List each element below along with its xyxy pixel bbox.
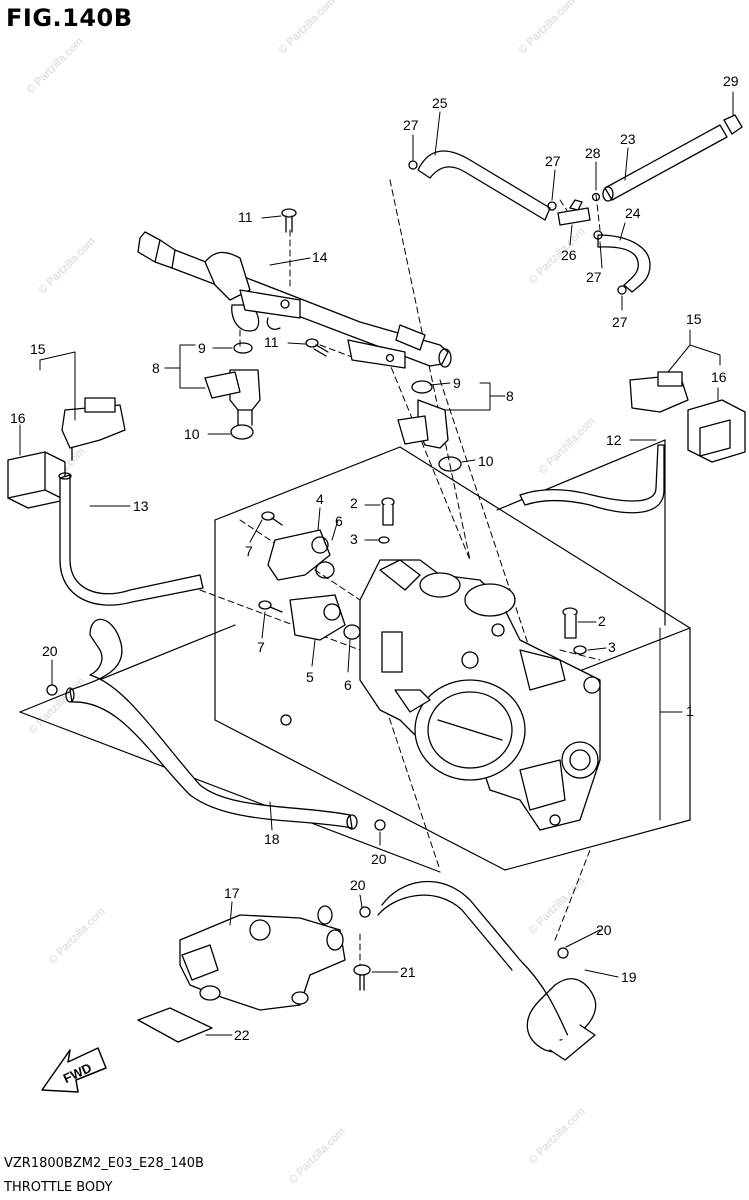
- map-sensor-right: [629, 371, 689, 413]
- pad-22: [137, 1007, 213, 1043]
- callout-21: 21: [400, 964, 416, 980]
- callout-7: 7: [257, 639, 265, 655]
- callout-24: 24: [625, 205, 641, 221]
- callout-14: 14: [312, 249, 328, 265]
- diagram-code: VZR1800BZM2_E03_E28_140B: [4, 1156, 204, 1171]
- callout-15: 15: [686, 311, 702, 327]
- callout-6: 6: [335, 513, 343, 529]
- callout-16: 16: [10, 410, 26, 426]
- callout-23: 23: [620, 131, 636, 147]
- screw-2-lower: [562, 607, 587, 655]
- hose-23: [602, 124, 728, 202]
- callout-labels: 1 2 2 3 3 4 5 6 6 7 7 8 8 9 9 10 10 11 1…: [10, 73, 739, 1043]
- callout-17: 17: [224, 885, 240, 901]
- callout-10: 10: [478, 453, 494, 469]
- diagram-name: THROTTLE BODY: [4, 1180, 113, 1195]
- callout-9: 9: [453, 375, 461, 391]
- callout-27: 27: [545, 153, 561, 169]
- callout-2: 2: [598, 613, 606, 629]
- throttle-sensor-4: [267, 529, 335, 581]
- callout-27: 27: [403, 117, 419, 133]
- screw-11-upper: [281, 208, 297, 233]
- tee-joint-26: [557, 199, 591, 226]
- callout-6: 6: [344, 677, 352, 693]
- callout-20: 20: [350, 877, 366, 893]
- idle-control-valve-17: [179, 905, 346, 1011]
- screw-2-upper: [378, 497, 395, 544]
- hose-19: [377, 880, 597, 1061]
- callout-19: 19: [621, 969, 637, 985]
- injector-right: [397, 380, 462, 472]
- callout-12: 12: [606, 432, 622, 448]
- callout-27: 27: [586, 269, 602, 285]
- callout-22: 22: [234, 1027, 250, 1043]
- injector-left: [204, 342, 261, 440]
- throttle-body: [280, 559, 601, 831]
- callout-13: 13: [133, 498, 149, 514]
- callout-4: 4: [316, 491, 324, 507]
- hose-12: [519, 444, 665, 514]
- callout-26: 26: [561, 247, 577, 263]
- sensor-cover-right: [687, 399, 746, 463]
- callout-3: 3: [350, 531, 358, 547]
- screw-11-lower: [305, 338, 329, 357]
- callout-9: 9: [198, 340, 206, 356]
- callout-8: 8: [152, 360, 160, 376]
- forward-arrow: FWD: [41, 1047, 107, 1093]
- clip-29: [723, 114, 743, 135]
- callout-20: 20: [42, 643, 58, 659]
- callout-20: 20: [596, 922, 612, 938]
- callout-2: 2: [350, 495, 358, 511]
- callout-16: 16: [711, 369, 727, 385]
- figure-title: FIG.140B: [6, 4, 133, 32]
- leader-lines: [19, 91, 734, 1036]
- hose-25: [417, 150, 551, 221]
- callout-29: 29: [723, 73, 739, 89]
- callout-8: 8: [506, 388, 514, 404]
- hose-24: [597, 234, 651, 293]
- screws-7: [258, 511, 283, 613]
- callout-7: 7: [245, 543, 253, 559]
- callout-25: 25: [432, 95, 448, 111]
- callout-1: 1: [686, 703, 694, 719]
- hose-13: [58, 472, 204, 606]
- map-sensor-left: [61, 397, 126, 461]
- callout-20: 20: [371, 851, 387, 867]
- fuel-rail: [137, 231, 452, 369]
- hose-18: [65, 618, 358, 830]
- screw-21: [353, 964, 371, 991]
- callout-11: 11: [238, 209, 253, 225]
- callout-3: 3: [608, 639, 616, 655]
- clips-27: [408, 160, 627, 295]
- callout-10: 10: [184, 426, 200, 442]
- callout-28: 28: [585, 145, 601, 161]
- callout-5: 5: [306, 669, 314, 685]
- callout-15: 15: [30, 341, 46, 357]
- throttle-sensor-5: [289, 594, 361, 641]
- callout-11: 11: [264, 334, 279, 350]
- sensor-cover-left: [7, 451, 66, 509]
- callout-18: 18: [264, 831, 280, 847]
- callout-27: 27: [612, 314, 628, 330]
